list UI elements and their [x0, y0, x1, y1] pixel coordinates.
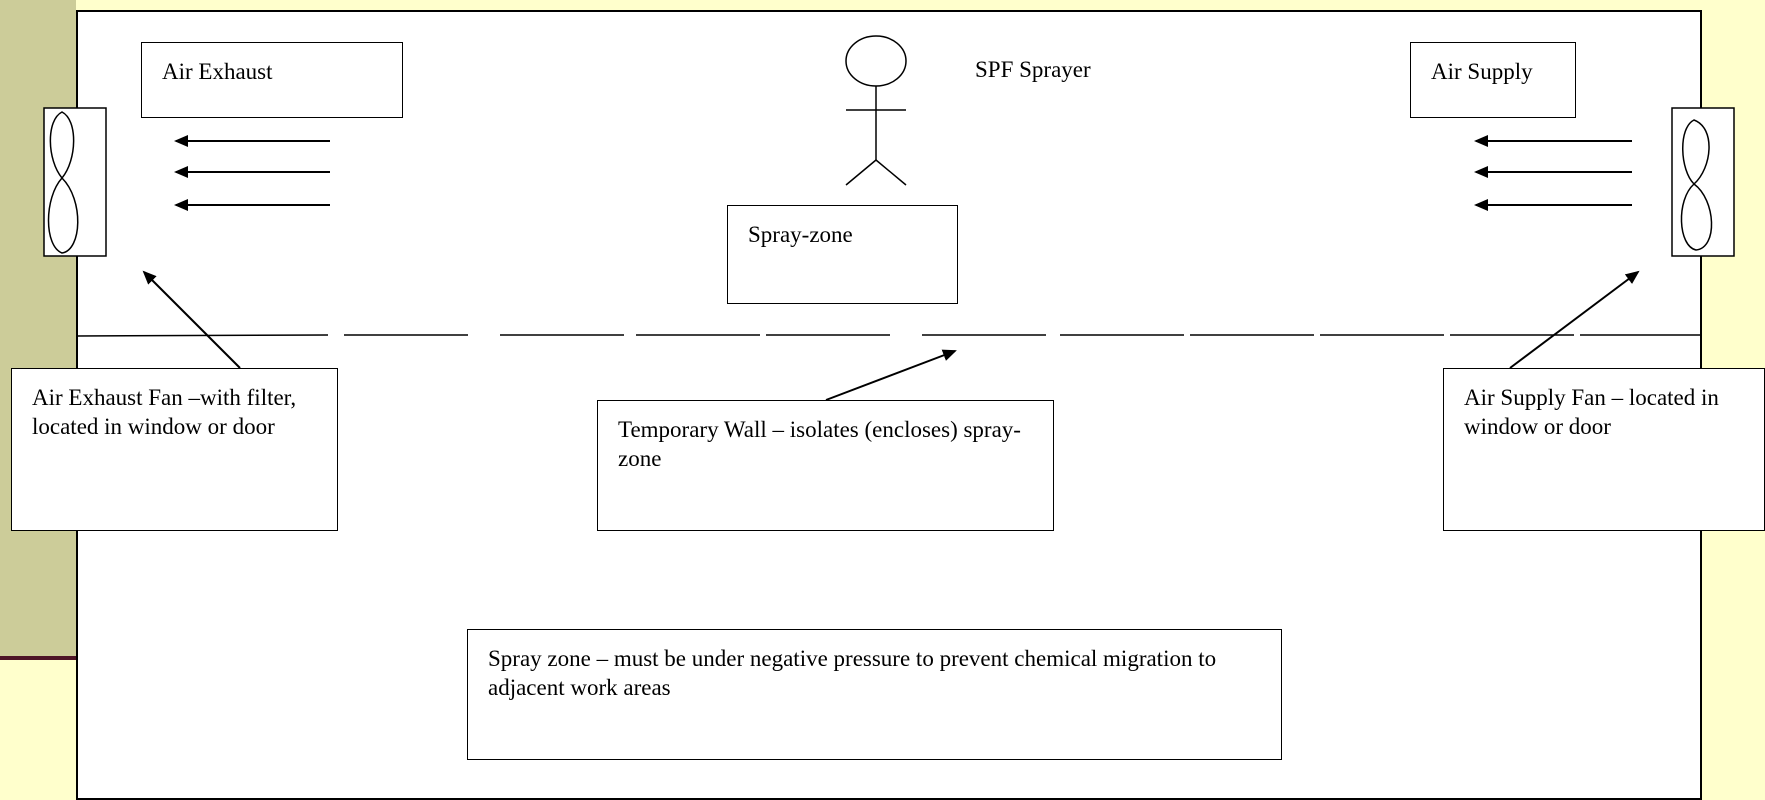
supply-fan-callout-text: Air Supply Fan – located in window or do…: [1464, 385, 1719, 439]
exhaust-fan-callout-box: Air Exhaust Fan –with filter, located in…: [11, 368, 338, 531]
temporary-wall-callout-arrow: [825, 349, 957, 401]
exhaust-fan-callout-arrow: [142, 270, 241, 369]
exhaust-airflow-arrows: [174, 135, 330, 211]
supply-fan-callout-arrow: [1509, 270, 1640, 369]
air-exhaust-label-box: Air Exhaust: [141, 42, 403, 118]
spray-zone-label: Spray-zone: [748, 222, 853, 247]
air-exhaust-label: Air Exhaust: [162, 59, 273, 84]
air-supply-label-box: Air Supply: [1410, 42, 1576, 118]
temporary-wall-line: [75, 334, 1702, 337]
air-supply-label: Air Supply: [1431, 59, 1533, 84]
temporary-wall-callout-box: Temporary Wall – isolates (encloses) spr…: [597, 400, 1054, 531]
exhaust-fan-icon: [43, 107, 107, 257]
exhaust-fan-callout-text: Air Exhaust Fan –with filter, located in…: [32, 385, 297, 439]
supply-airflow-arrows: [1474, 135, 1632, 211]
supply-fan-callout-box: Air Supply Fan – located in window or do…: [1443, 368, 1765, 531]
temporary-wall-callout-text: Temporary Wall – isolates (encloses) spr…: [618, 417, 1021, 471]
spray-zone-label-box: Spray-zone: [727, 205, 958, 304]
spray-zone-note-text: Spray zone – must be under negative pres…: [488, 646, 1217, 700]
slide-accent-stripe: [0, 656, 76, 660]
spf-sprayer-label: SPF Sprayer: [975, 57, 1091, 82]
spray-zone-note-box: Spray zone – must be under negative pres…: [467, 629, 1282, 760]
supply-fan-icon: [1671, 107, 1735, 257]
sprayer-person-icon: [845, 35, 907, 186]
